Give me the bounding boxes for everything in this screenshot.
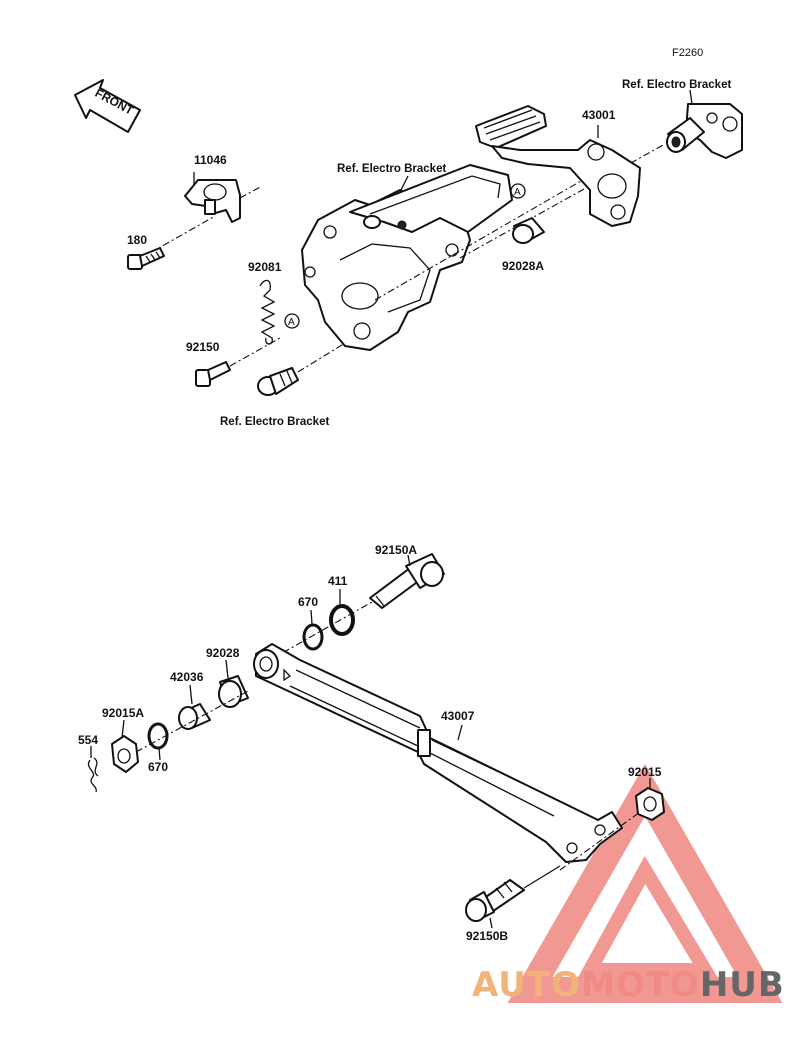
watermark-moto: MOTO: [581, 965, 700, 1005]
part-92150-bolt: [195, 361, 231, 387]
part-92028a-bushing: [512, 217, 545, 244]
label-92150: 92150: [186, 340, 220, 354]
marker-a-left: A: [284, 313, 300, 329]
label-11046: 11046: [194, 153, 227, 167]
label-92150b: 92150B: [466, 929, 508, 943]
ref-label-top-right: Ref. Electro Bracket: [622, 79, 731, 91]
ref-bolt-bottom: [257, 367, 299, 396]
part-11046-bracket: [184, 179, 241, 223]
watermark-logo: [507, 763, 783, 1003]
part-92150b-bolt: [465, 879, 525, 922]
electro-bracket-center: [301, 164, 513, 351]
label-670-bottom: 670: [148, 760, 168, 774]
part-43007-brake-rod: [253, 643, 623, 863]
watermark-hub: HUB: [700, 965, 785, 1005]
label-43007: 43007: [441, 709, 475, 723]
label-92015: 92015: [628, 765, 662, 779]
label-92150a: 92150A: [375, 543, 417, 557]
watermark-triangle-icon: [507, 763, 783, 1003]
label-92081: 92081: [248, 260, 282, 274]
watermark-text: AUTOMOTOHUB: [472, 965, 785, 1005]
label-670-top: 670: [298, 595, 318, 609]
svg-text:AUTOMOTOHUB: AUTOMOTOHUB: [472, 965, 785, 1005]
part-92028-collar: [218, 675, 249, 708]
svg-text:A: A: [514, 187, 521, 198]
part-92015-nut: [635, 787, 665, 821]
part-554-cotter-pin: [87, 757, 99, 793]
figure-code: F2260: [672, 47, 703, 59]
part-180-bolt: [127, 247, 165, 270]
part-92150a-bolt: [369, 553, 445, 609]
front-arrow-icon: FRONT: [74, 79, 141, 133]
label-554: 554: [78, 733, 98, 747]
label-92015a: 92015A: [102, 706, 144, 720]
ref-label-center: Ref. Electro Bracket: [337, 163, 446, 175]
svg-text:A: A: [288, 317, 295, 328]
part-411-washer: [329, 604, 355, 636]
part-92015a-nut: [111, 735, 139, 773]
label-43001: 43001: [582, 108, 616, 122]
part-42036-bushing: [178, 703, 211, 730]
label-92028: 92028: [206, 646, 240, 660]
label-411: 411: [328, 574, 348, 588]
marker-a-right: A: [510, 183, 526, 199]
label-92028a: 92028A: [502, 259, 544, 273]
label-180: 180: [127, 233, 147, 247]
watermark-auto: AUTO: [472, 965, 581, 1005]
label-42036: 42036: [170, 670, 204, 684]
part-92081-spring: [259, 279, 276, 345]
part-43001-brake-lever: [475, 105, 641, 227]
part-670-washer-top: [302, 623, 324, 651]
electro-bracket-top-right: [666, 103, 743, 159]
ref-label-bottom: Ref. Electro Bracket: [220, 416, 329, 428]
